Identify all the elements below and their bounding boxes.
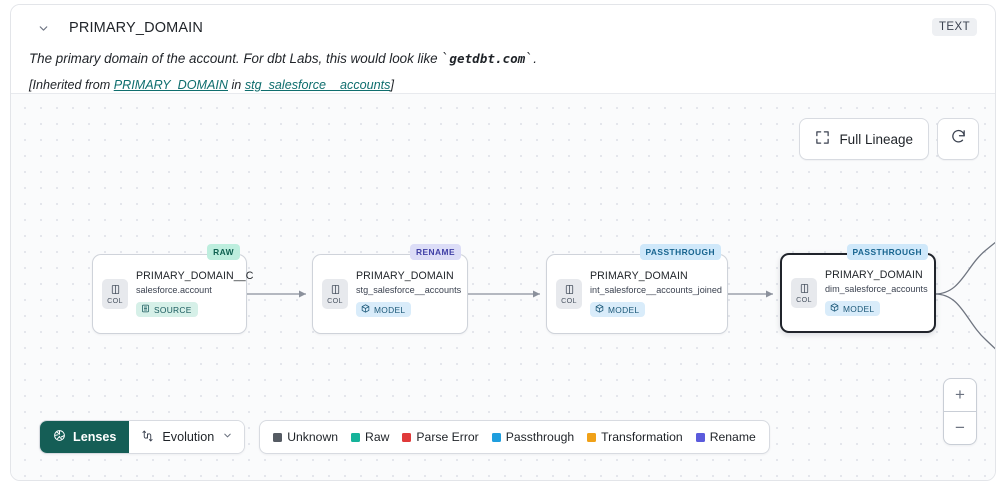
legend-swatch	[695, 432, 705, 442]
chevron-down-icon	[222, 430, 233, 444]
legend-item: Parse Error	[402, 430, 479, 444]
lenses-button[interactable]: Lenses	[40, 421, 130, 453]
inherited-column-link[interactable]: PRIMARY_DOMAIN	[113, 78, 228, 93]
description-code: getdbt.com	[449, 51, 526, 66]
node-title: PRIMARY_DOMAIN	[590, 270, 688, 282]
zoom-in-button[interactable]: +	[944, 379, 976, 412]
lineage-node[interactable]: RENAME COL PRIMARY_DOMAIN stg_salesforce…	[312, 244, 468, 334]
chevron-down-icon[interactable]	[35, 20, 51, 36]
columns-icon: COL	[322, 279, 348, 309]
node-title: PRIMARY_DOMAIN__C	[136, 270, 254, 282]
lineage-node[interactable]: RAW COL PRIMARY_DOMAIN__C salesforce.acc…	[92, 244, 254, 334]
legend-swatch	[351, 432, 361, 442]
node-kind-label: MODEL	[374, 304, 406, 315]
evolution-label: Evolution	[162, 430, 215, 444]
legend-item: Passthrough	[491, 430, 575, 444]
legend-item: Rename	[695, 430, 756, 444]
node-subtitle: dim_salesforce_accounts	[825, 284, 928, 294]
node-kind-chip: MODEL	[825, 301, 881, 316]
cube-icon	[830, 303, 839, 314]
node-badge: PASSTHROUGH	[846, 244, 928, 260]
zoom-out-button[interactable]: −	[955, 418, 965, 437]
column-description: The primary domain of the account. For d…	[29, 51, 538, 67]
legend-swatch	[402, 432, 412, 442]
columns-icon: COL	[102, 279, 128, 309]
node-kind-label: MODEL	[843, 303, 875, 314]
evolution-dropdown[interactable]: Evolution	[129, 421, 245, 453]
legend-swatch	[587, 432, 597, 442]
refresh-button[interactable]	[937, 118, 979, 160]
columns-icon: COL	[791, 278, 817, 308]
node-subtitle: stg_salesforce__accounts	[356, 285, 462, 295]
inherited-model-link[interactable]: stg_salesforce__accounts	[244, 78, 391, 93]
node-badge: RAW	[207, 244, 240, 260]
node-subtitle: salesforce.account	[136, 285, 212, 295]
expand-icon	[815, 130, 830, 148]
full-lineage-button[interactable]: Full Lineage	[799, 118, 929, 160]
col-label: COL	[327, 295, 343, 305]
legend-label: Unknown	[287, 430, 339, 444]
inherited-mid: in	[228, 78, 245, 93]
inherited-prefix: [Inherited from	[29, 78, 114, 93]
node-badge: PASSTHROUGH	[639, 244, 721, 260]
node-badge: RENAME	[410, 244, 461, 260]
legend-item: Unknown	[273, 430, 338, 444]
column-detail-card: PRIMARY_DOMAIN TEXT The primary domain o…	[10, 4, 996, 481]
legend-label: Raw	[365, 430, 390, 444]
node-subtitle: int_salesforce__accounts_joined	[590, 285, 722, 295]
legend-swatch	[491, 432, 501, 442]
database-icon	[141, 304, 150, 315]
legend-label: Transformation	[601, 430, 683, 444]
type-badge: TEXT	[932, 18, 977, 36]
lineage-legend: Unknown Raw Parse Error Passthrough	[259, 420, 770, 454]
legend-label: Passthrough	[505, 430, 575, 444]
legend-label: Rename	[709, 430, 756, 444]
evolution-icon	[141, 429, 154, 446]
full-lineage-label: Full Lineage	[839, 131, 913, 147]
description-suffix: .	[533, 51, 538, 66]
page-title: PRIMARY_DOMAIN	[69, 20, 203, 36]
node-kind-chip: SOURCE	[136, 302, 198, 317]
inherited-suffix: ]	[390, 78, 394, 93]
node-kind-label: MODEL	[608, 304, 640, 315]
col-label: COL	[107, 295, 123, 305]
col-label: COL	[561, 295, 577, 305]
lenses-label: Lenses	[73, 430, 117, 444]
canvas-bottom-bar: Lenses Evolution	[39, 420, 770, 454]
node-kind-label: SOURCE	[154, 304, 192, 315]
node-title: PRIMARY_DOMAIN	[356, 270, 454, 282]
lenses-evolution-group: Lenses Evolution	[39, 420, 246, 454]
legend-swatch	[273, 432, 283, 442]
lineage-graph: RAW COL PRIMARY_DOMAIN__C salesforce.acc…	[11, 94, 995, 480]
zoom-controls: + −	[943, 378, 977, 445]
lineage-node-selected[interactable]: PASSTHROUGH COL PRIMARY_DOMAIN dim_sales…	[780, 244, 936, 333]
card-header: PRIMARY_DOMAIN TEXT The primary domain o…	[11, 5, 995, 93]
cube-icon	[595, 304, 604, 315]
node-title: PRIMARY_DOMAIN	[825, 269, 923, 281]
col-label: COL	[796, 294, 812, 304]
aperture-icon	[53, 429, 66, 445]
legend-item: Raw	[351, 430, 389, 444]
lineage-node[interactable]: PASSTHROUGH COL PRIMARY_DOMAIN int_sales…	[546, 244, 728, 334]
legend-label: Parse Error	[416, 430, 479, 444]
refresh-icon	[950, 128, 967, 150]
columns-icon: COL	[556, 279, 582, 309]
node-kind-chip: MODEL	[356, 302, 412, 317]
inherited-from-note: [Inherited from PRIMARY_DOMAIN in stg_sa…	[29, 78, 977, 92]
description-prefix: The primary domain of the account. For d…	[29, 51, 442, 66]
cube-icon	[361, 304, 370, 315]
node-kind-chip: MODEL	[590, 302, 646, 317]
canvas-toolbar: Full Lineage	[799, 118, 979, 160]
lineage-canvas[interactable]: Full Lineage	[11, 93, 995, 480]
legend-item: Transformation	[587, 430, 683, 444]
